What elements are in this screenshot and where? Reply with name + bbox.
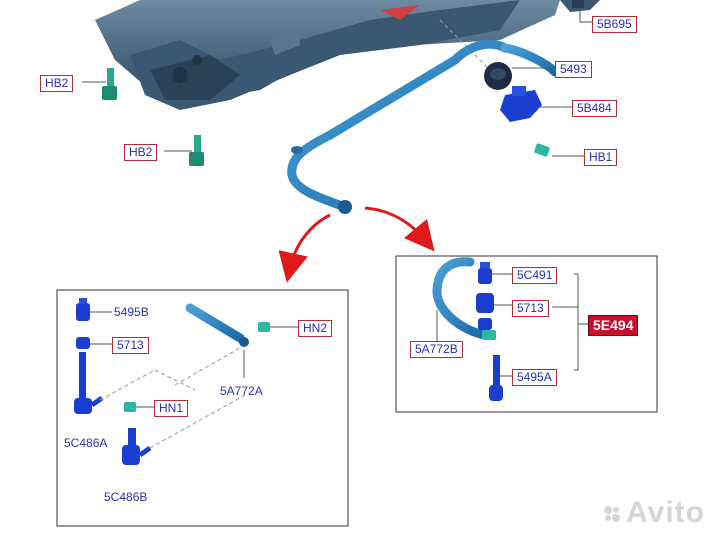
stabilizer-bar-end-left	[185, 303, 245, 343]
label-5a772a: 5A772A	[220, 384, 263, 398]
label-5495b: 5495B	[114, 305, 149, 319]
link-right-assembly	[476, 262, 503, 401]
hb2-bolt-bottom	[189, 135, 204, 166]
label-5c491: 5C491	[512, 267, 558, 284]
label-5713-left: 5713	[112, 337, 149, 354]
label-hb1: HB1	[584, 149, 618, 166]
arrow-to-left-detail	[278, 213, 331, 283]
label-5495a: 5495A	[512, 369, 557, 386]
watermark-text: Avito	[626, 496, 705, 529]
washer-5713-left	[76, 337, 90, 349]
leaders-right	[492, 273, 588, 377]
nut-hn1	[124, 402, 136, 412]
nut-5495b	[76, 298, 90, 321]
stabilizer-bar-end-right	[432, 257, 490, 340]
dashed-leader	[439, 19, 491, 71]
label-hn2: HN2	[298, 320, 333, 337]
label-5713-right: 5713	[512, 300, 549, 317]
hb1-bolt	[534, 143, 550, 157]
watermark: Avito	[602, 496, 705, 530]
label-5a772b: 5A772B	[410, 341, 463, 358]
label-5b484: 5B484	[572, 100, 617, 117]
bushing-5493	[484, 62, 512, 90]
label-5b695: 5B695	[592, 16, 637, 33]
label-5c486b: 5C486B	[104, 490, 148, 504]
nut-hn2	[258, 322, 270, 332]
label-5e494: 5E494	[588, 315, 639, 336]
label-5493: 5493	[555, 61, 592, 78]
link-5c486b	[122, 428, 152, 465]
label-hb2-bottom: HB2	[124, 144, 158, 161]
arrow-to-right-detail	[364, 206, 435, 252]
bracket-5b484	[500, 86, 542, 122]
label-hb2-top: HB2	[40, 75, 74, 92]
dashed-guides-left	[99, 347, 246, 449]
link-5c486a	[74, 352, 104, 414]
stabilizer-bar	[287, 39, 510, 212]
part-5b695	[572, 0, 584, 8]
avito-logo-icon	[604, 506, 621, 523]
label-hn1: HN1	[154, 400, 189, 417]
hb2-bolt-top	[102, 68, 117, 100]
label-5c486a: 5C486A	[64, 436, 108, 450]
subframe	[95, 0, 600, 110]
